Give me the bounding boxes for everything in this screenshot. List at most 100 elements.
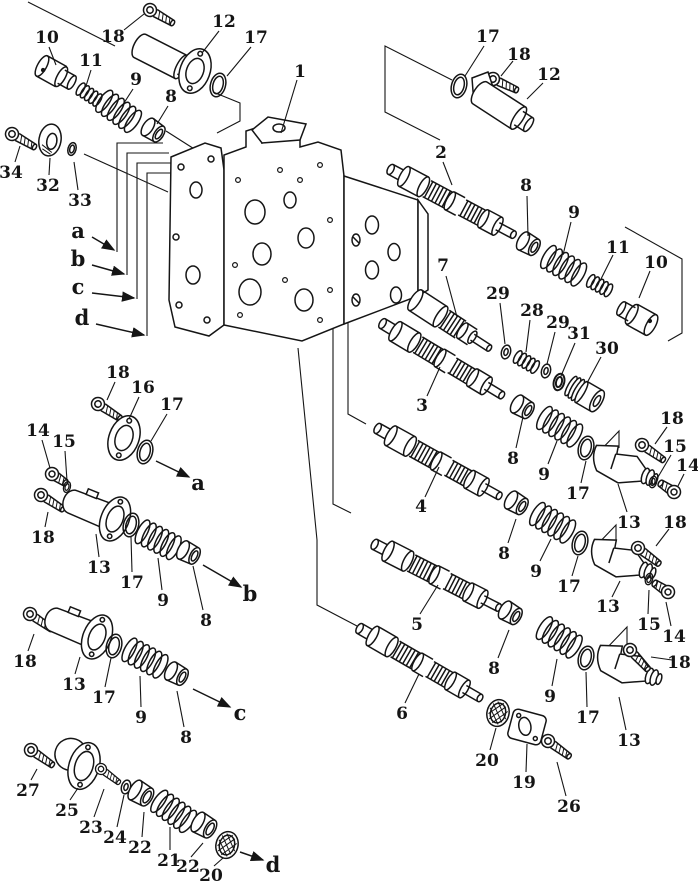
part-callout-17: 17: [557, 577, 581, 597]
oring-31: [550, 371, 568, 393]
leader-line-17: [571, 555, 579, 577]
flow-letter-a: a: [71, 218, 85, 243]
part-callout-13: 13: [596, 597, 620, 617]
part-callout-17: 17: [576, 708, 600, 728]
part-callout-22: 22: [176, 857, 200, 877]
leader-line-18: [654, 426, 668, 445]
leader-line-3: [426, 366, 441, 397]
cover-32: [35, 121, 65, 159]
part-callout-13: 13: [617, 731, 641, 751]
part-callout-28: 28: [520, 301, 544, 321]
part-callout-1: 1: [294, 62, 306, 82]
leader-line-29: [546, 331, 556, 365]
part-callout-2: 2: [435, 143, 447, 163]
leader-line-28: [525, 319, 531, 353]
spring-28: [510, 348, 542, 376]
leader-line-18: [123, 13, 145, 31]
part-callout-29: 29: [546, 313, 570, 333]
part-callout-13: 13: [617, 513, 641, 533]
spring-9-c-row: [118, 635, 172, 681]
leader-line-13: [95, 533, 100, 558]
flow-arrow-a: [155, 460, 191, 478]
leader-line-22: [141, 811, 145, 838]
leader-line-24: [116, 794, 125, 828]
part-callout-19: 19: [512, 773, 536, 793]
leader-line-14: [677, 473, 685, 487]
part-callout-24: 24: [103, 828, 127, 848]
flow-arrow-b: [202, 564, 243, 588]
part-callout-8: 8: [507, 449, 519, 469]
part-callout-17: 17: [120, 573, 144, 593]
leader-line-23: [93, 788, 105, 818]
leader-line-19: [525, 743, 528, 773]
bolt-27: [21, 740, 59, 773]
plug-10-top-left: [31, 53, 81, 95]
retainer-22b: [187, 809, 221, 842]
leader-line-9: [547, 440, 558, 465]
leader-line-10: [638, 270, 651, 299]
leader-line-18: [500, 60, 514, 77]
flow-letter-b: b: [243, 581, 258, 606]
flow-letter-c: c: [72, 274, 85, 299]
leader-line-4: [424, 466, 440, 498]
leader-line-18: [106, 381, 116, 401]
spool-5: [366, 532, 507, 620]
part-callout-15: 15: [52, 432, 76, 452]
leader-line-17: [464, 45, 485, 77]
leader-line-34: [14, 145, 21, 163]
part-callout-8: 8: [200, 611, 212, 631]
part-callout-17: 17: [92, 688, 116, 708]
part-callout-16: 16: [131, 378, 155, 398]
leader-line-15: [647, 589, 650, 615]
leader-line-12: [201, 30, 220, 54]
part-callout-8: 8: [520, 176, 532, 196]
leader-line-8: [497, 629, 510, 659]
flow-letter-d: d: [75, 305, 90, 330]
part-callout-17: 17: [244, 28, 268, 48]
part-callout-5: 5: [411, 615, 423, 635]
spool-7: [404, 286, 499, 361]
leader-line-14: [665, 601, 672, 627]
leader-line-31: [560, 342, 576, 377]
leader-line-26: [556, 761, 567, 797]
leader-line-10: [48, 46, 57, 66]
leader-line-17: [585, 671, 588, 708]
flow-arrow-d: [95, 323, 146, 338]
part-callout-7: 7: [437, 256, 449, 276]
retainer-8-b-row: [173, 538, 204, 568]
plug-14-row4: [648, 575, 678, 602]
spring-9-top-left: [91, 87, 146, 136]
part-callout-20: 20: [199, 866, 223, 881]
plug-14-row3: [654, 475, 684, 502]
part-callout-8: 8: [488, 659, 500, 679]
spring-9-row3: [532, 403, 587, 451]
part-callout-31: 31: [567, 324, 591, 344]
part-callout-15: 15: [663, 437, 687, 457]
flow-arrow-b: [91, 264, 126, 276]
part-callout-27: 27: [16, 781, 40, 801]
leader-line-15: [657, 454, 672, 478]
leader-line-30: [586, 356, 602, 384]
part-callout-11: 11: [79, 51, 103, 71]
leader-line-22: [190, 842, 204, 858]
leader-line-9: [157, 557, 163, 591]
part-callout-29: 29: [486, 284, 510, 304]
leader-line-20: [489, 727, 497, 751]
leader-line-12: [526, 82, 544, 100]
part-callout-34: 34: [0, 163, 23, 183]
leader-line-2: [442, 161, 453, 186]
leader-line-8: [176, 690, 185, 728]
leader-line-8: [526, 195, 529, 237]
part-callout-8: 8: [498, 544, 510, 564]
leader-line-32: [48, 157, 51, 176]
part-callout-17: 17: [160, 395, 184, 415]
part-callout-13: 13: [87, 558, 111, 578]
part-callout-18: 18: [101, 27, 125, 47]
bolt-26: [538, 731, 576, 764]
part-callout-10: 10: [644, 253, 668, 273]
flow-arrow-d: [239, 851, 265, 862]
part-callout-10: 10: [35, 28, 59, 48]
part-callout-32: 32: [36, 176, 60, 196]
part-callout-9: 9: [538, 465, 550, 485]
